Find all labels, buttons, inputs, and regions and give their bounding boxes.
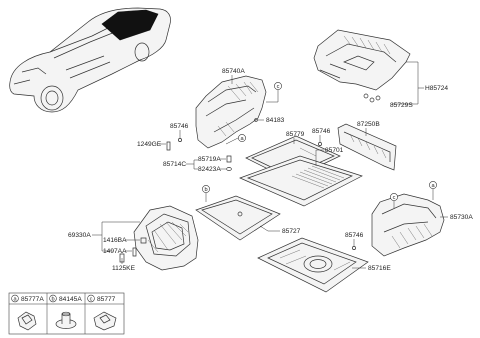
callout-a-upper: a: [238, 134, 246, 142]
sedan-illustration: [9, 7, 171, 113]
label-85716E: 85716E: [368, 265, 391, 272]
label-H85724: H85724: [425, 85, 448, 92]
clip-icon-85777: [93, 311, 117, 331]
label-84183: 84183: [266, 117, 285, 124]
label-85740A: 85740A: [222, 68, 245, 75]
label-85730A: 85730A: [450, 214, 473, 221]
label-85719A: 85719A: [198, 156, 221, 163]
callout-a-lower: a: [429, 181, 437, 189]
svg-text:a: a: [240, 136, 244, 142]
svg-text:84145A: 84145A: [59, 296, 82, 303]
label-69330A: 69330A: [68, 232, 91, 239]
trunk-floor-covering: [239, 155, 363, 207]
callout-c-left-trim: c: [274, 82, 282, 90]
label-1249GE: 1249GE: [137, 141, 162, 148]
label-1125KE: 1125KE: [112, 265, 136, 272]
trunk-sill-plate: [337, 123, 397, 171]
svg-text:a: a: [13, 297, 17, 303]
label-1497AA: 1497AA: [103, 248, 127, 255]
label-85701: 85701: [325, 147, 344, 154]
legend-entry-a: a 85777A: [11, 294, 44, 331]
label-85746-left: 85746: [170, 123, 189, 130]
battery-tray-assembly: [133, 205, 199, 271]
label-85714C: 85714C: [163, 161, 186, 168]
svg-text:c: c: [393, 195, 396, 201]
trunk-side-trim-right: [371, 193, 445, 257]
trunk-floor-mat: [257, 237, 369, 293]
svg-text:c: c: [277, 84, 280, 90]
legend-entry-b: b 84145A: [49, 294, 82, 329]
callout-b-board: b: [202, 185, 210, 193]
callout-c-right-trim: c: [390, 193, 398, 201]
package-tray: [313, 29, 411, 103]
svg-text:b: b: [204, 187, 207, 193]
label-85779: 85779: [286, 131, 305, 138]
legend-entry-c: c 85777: [87, 294, 117, 331]
legend-table: a 85777A b 84145A c 85777: [8, 292, 125, 335]
svg-text:b: b: [51, 297, 54, 303]
svg-text:85777: 85777: [97, 296, 116, 303]
svg-text:a: a: [431, 183, 435, 189]
label-85727: 85727: [282, 228, 301, 235]
label-82423A: 82423A: [198, 166, 221, 173]
luggage-tray-board: b: [195, 185, 281, 241]
label-1416BA: 1416BA: [103, 237, 127, 244]
label-85729S: 85729S: [390, 102, 413, 109]
svg-text:85777A: 85777A: [21, 296, 44, 303]
svg-text:c: c: [90, 297, 93, 303]
label-85746-center: 85746: [312, 128, 331, 135]
clip-icon-85777A: [17, 311, 37, 331]
trunk-side-trim-left: [195, 75, 267, 149]
label-85746-right: 85746: [345, 232, 364, 239]
label-87250B: 87250B: [357, 121, 380, 128]
